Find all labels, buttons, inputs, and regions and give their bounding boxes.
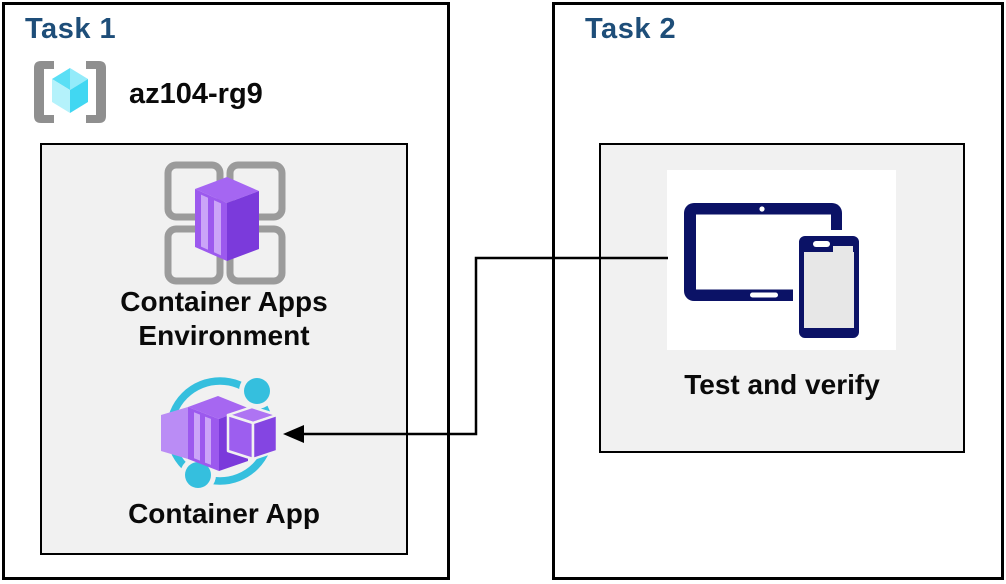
container-apps-box: Container Apps Environment: [40, 143, 408, 555]
resource-group-icon: [31, 60, 109, 129]
container-app-icon: [158, 371, 288, 498]
container-apps-environment-label: Container Apps Environment: [120, 286, 328, 351]
devices-icon-background: [667, 170, 896, 350]
tablet-phone-devices-icon: [667, 168, 896, 353]
container-app-label: Container App: [128, 498, 320, 529]
task1-panel: Task 1 az104-rg9: [2, 2, 450, 580]
test-verify-box: Test and verify: [599, 143, 965, 453]
task2-panel: Task 2 Test and verify: [552, 2, 1004, 580]
container-apps-environment-icon: [160, 159, 290, 292]
resource-group-name: az104-rg9: [129, 78, 263, 110]
resource-group-row: az104-rg9: [31, 60, 263, 129]
test-verify-label: Test and verify: [684, 369, 880, 400]
task2-title: Task 2: [585, 13, 677, 45]
task1-title: Task 1: [25, 13, 117, 45]
